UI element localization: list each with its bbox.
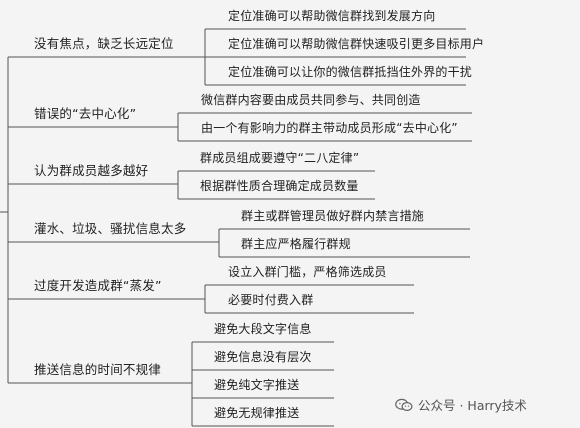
- watermark: 公众号 · Harry技术: [395, 395, 527, 414]
- leaf-avoid-plain-text: 避免纯文字推送: [214, 378, 300, 392]
- leaf-mute-measures: 群主或群管理员做好群内禁言措施: [241, 209, 425, 223]
- leaf-positioning-resist-interference: 定位准确可以让你的微信群抵挡住外界的干扰: [228, 65, 473, 79]
- leaf-avoid-long-text: 避免大段文字信息: [214, 322, 312, 336]
- leaf-paid-entry: 必要时付费入群: [228, 293, 314, 307]
- leaf-positioning-attract-users: 定位准确可以帮助微信群快速吸引更多目标用户: [228, 37, 485, 51]
- branch-no-focus: 没有焦点，缺乏长远定位: [34, 36, 174, 51]
- branch-wrong-decentralization: 错误的“去中心化”: [34, 106, 137, 121]
- leaf-avoid-irregular-push: 避免无规律推送: [214, 406, 300, 420]
- leaf-members-co-create: 微信群内容要由成员共同参与、共同创造: [201, 93, 421, 107]
- branch-over-development: 过度开发造成群“蒸发”: [34, 278, 162, 293]
- branch-spam-messages: 灌水、垃圾、骚扰信息太多: [34, 221, 187, 236]
- leaf-entry-threshold: 设立入群门槛，严格筛选成员: [228, 265, 387, 279]
- branch-more-members: 认为群成员越多越好: [34, 163, 149, 178]
- watermark-text: 公众号 · Harry技术: [418, 398, 527, 413]
- leaf-pareto-principle: 群成员组成要遵守“二八定律”: [200, 151, 360, 165]
- wechat-icon: [395, 398, 413, 411]
- leaf-avoid-no-hierarchy: 避免信息没有层次: [214, 350, 312, 364]
- leaf-positioning-direction: 定位准确可以帮助微信群找到发展方向: [228, 9, 436, 23]
- leaf-enforce-group-rules: 群主应严格履行群规: [241, 237, 351, 251]
- leaf-reasonable-member-count: 根据群性质合理确定成员数量: [200, 179, 359, 193]
- branch-irregular-push-time: 推送信息的时间不规律: [34, 362, 162, 377]
- leaf-influential-owner: 由一个有影响力的群主带动成员形成“去中心化”: [201, 121, 458, 135]
